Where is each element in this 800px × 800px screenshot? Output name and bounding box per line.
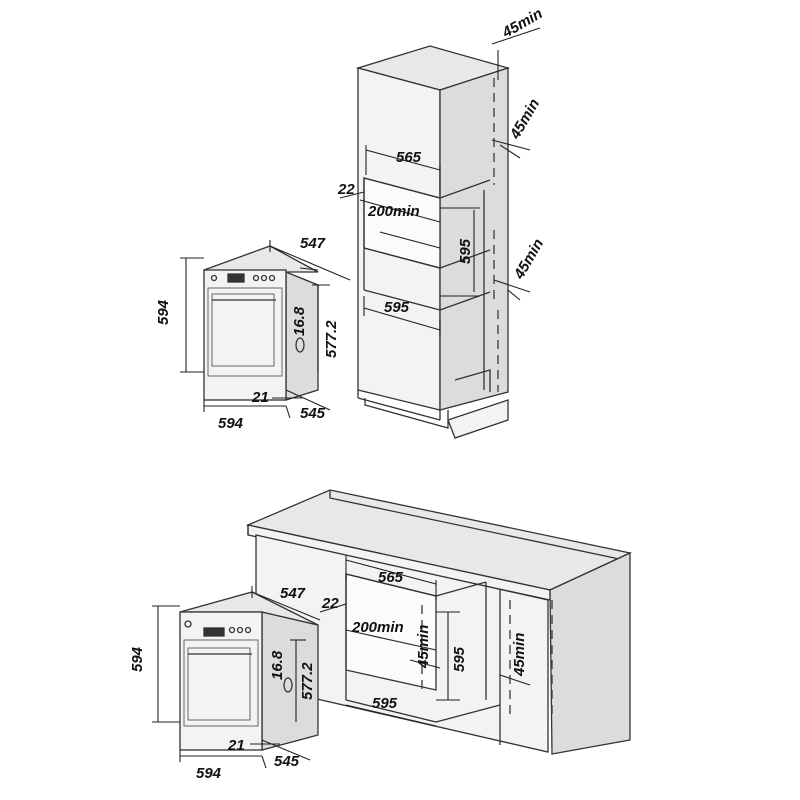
top-oven-door-offset-label: 21: [251, 389, 269, 406]
top-oven-width-label: 594: [218, 415, 244, 432]
top-oven-depth-bottom-label: 545: [300, 405, 326, 422]
top-oven-body-height-label: 577.2: [323, 320, 340, 358]
bottom-oven: [152, 586, 321, 769]
top-oven: [180, 240, 351, 419]
cabinet-vent-back-upper-label: 45min: [506, 96, 543, 143]
counter-side-gap-label: 22: [321, 595, 339, 612]
tall-cabinet: [339, 27, 541, 439]
counter-niche-width-top-label: 565: [378, 569, 404, 586]
cabinet-side-gap-label: 22: [337, 181, 355, 198]
cabinet-vent-back-lower-label: 45min: [510, 236, 547, 283]
top-oven-depth-top-label: 547: [300, 235, 326, 252]
cabinet-niche-height-label: 595: [457, 238, 474, 264]
counter-niche-height-label: 595: [451, 646, 468, 672]
bottom-oven-body-height-label: 577.2: [299, 662, 316, 700]
bottom-oven-depth-top-label: 547: [280, 585, 306, 602]
cabinet-niche-width-top-label: 565: [396, 149, 422, 166]
cabinet-vent-top-label: 45min: [499, 5, 546, 42]
top-oven-inset-label: 16.8: [291, 306, 308, 336]
cabinet-niche-width-bottom-label: 595: [384, 299, 410, 316]
under-counter-cabinet: [245, 489, 633, 755]
bottom-oven-door-offset-label: 21: [227, 737, 245, 754]
cabinet-rear-clearance-label: 200min: [367, 203, 420, 220]
bottom-oven-depth-bottom-label: 545: [274, 753, 300, 770]
counter-rear-clearance-label: 200min: [351, 619, 404, 636]
counter-vent-back-label: 45min: [511, 633, 528, 677]
counter-vent-inner-label: 45min: [415, 625, 432, 669]
counter-niche-width-bottom-label: 595: [372, 695, 398, 712]
bottom-oven-inset-label: 16.8: [269, 650, 286, 680]
bottom-oven-width-label: 594: [196, 765, 222, 782]
top-oven-height-label: 594: [155, 299, 172, 325]
bottom-oven-height-label: 594: [129, 646, 146, 672]
